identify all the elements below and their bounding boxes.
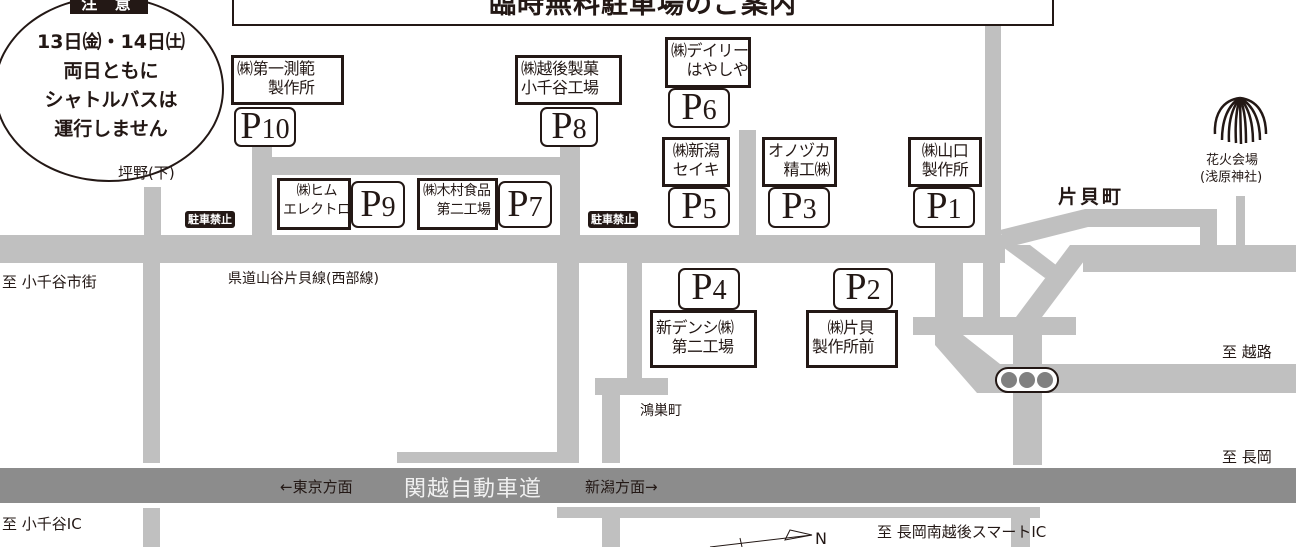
p-letter: P <box>551 105 573 147</box>
p-number: 7 <box>528 192 543 223</box>
venue-sublabel: (浅原神社) <box>1200 170 1263 185</box>
parking-name-p3: オノヅカ 精工㈱ <box>762 137 837 187</box>
parking-name-p4: 新デンシ㈱ 第二工場 <box>650 310 757 368</box>
parking-name-p10: ㈱第一測範 製作所 <box>231 55 344 105</box>
page-title: 臨時無料駐車場のご案内 <box>232 0 1054 26</box>
parking-name-p8: ㈱越後製菓 小千谷工場 <box>515 55 622 105</box>
p-number: 10 <box>261 114 290 145</box>
traffic-signal-icon <box>995 367 1059 393</box>
local-roads <box>0 22 1296 547</box>
north-road <box>985 22 1001 237</box>
parking-marker-p10[interactable]: P10 <box>234 107 296 147</box>
parking-name-p1: ㈱山口 製作所 <box>908 137 982 187</box>
highway-name: 関越自動車道 <box>404 477 543 502</box>
p-letter: P <box>240 105 262 147</box>
parking-marker-p2[interactable]: P2 <box>833 268 893 310</box>
place-konosu: 鴻巣町 <box>640 403 682 419</box>
highway-direction-west: ←東京方面 <box>280 478 353 496</box>
to-ojiya-ic: 至 小千谷IC <box>2 515 82 533</box>
highway-direction-east: 新潟方面→ <box>585 478 658 496</box>
p-number: 9 <box>381 192 396 223</box>
parking-marker-p9[interactable]: P9 <box>351 181 405 228</box>
place-tsubono: 坪野(下) <box>118 164 175 182</box>
parking-marker-p3[interactable]: P3 <box>768 187 830 228</box>
place-katakai: 片貝町 <box>1058 186 1125 208</box>
parking-name-p2: ㈱片貝 製作所前 <box>806 310 898 368</box>
p-number: 8 <box>572 114 587 145</box>
to-koshiji: 至 越路 <box>1222 343 1272 361</box>
parking-marker-p6[interactable]: P6 <box>668 88 730 128</box>
to-ojiya-city: 至 小千谷市街 <box>2 273 97 291</box>
notice-label: 注 意 <box>70 0 148 14</box>
p-number: 4 <box>712 275 727 306</box>
parking-name-p7: ㈱木村食品 第二工場 <box>417 178 498 230</box>
p-number: 5 <box>702 194 717 225</box>
expressway <box>0 468 1296 503</box>
p-number: 6 <box>702 95 717 126</box>
prefectural-road-label: 県道山谷片貝線(西部線) <box>228 271 379 287</box>
parking-name-p9: ㈱ヒム エレクトロ <box>277 178 351 230</box>
p-number: 3 <box>802 194 817 225</box>
main-road <box>0 235 1005 263</box>
p-letter: P <box>691 266 713 308</box>
venue-label: 花火会場 <box>1206 153 1259 168</box>
north-label: N <box>815 529 827 548</box>
parking-marker-p8[interactable]: P8 <box>540 107 598 147</box>
p-number: 2 <box>866 275 881 306</box>
notice-oval: 13日㈮・14日㈯ 両日ともに シャトルバスは 運行しません <box>0 0 224 182</box>
p-number: 1 <box>947 194 962 225</box>
parking-marker-p7[interactable]: P7 <box>498 181 552 228</box>
notice-line: シャトルバスは <box>44 89 178 111</box>
parking-marker-p1[interactable]: P1 <box>913 187 975 228</box>
notice-line: 13日㈮・14日㈯ <box>37 31 185 53</box>
no-parking-badge: 駐車禁止 <box>588 211 638 228</box>
p-letter: P <box>926 185 948 227</box>
p-letter: P <box>845 266 867 308</box>
p-letter: P <box>781 185 803 227</box>
p-letter: P <box>360 183 382 225</box>
to-nagaoka: 至 長岡 <box>1222 448 1272 466</box>
notice-line: 運行しません <box>54 118 168 140</box>
no-parking-badge: 駐車禁止 <box>185 211 235 228</box>
title-text: 臨時無料駐車場のご案内 <box>489 0 797 20</box>
to-smart-ic: 至 長岡南越後スマートIC <box>877 523 1047 541</box>
p-letter: P <box>507 183 529 225</box>
notice-line: 両日ともに <box>63 60 159 82</box>
p-letter: P <box>681 185 703 227</box>
notice-text: 13日㈮・14日㈯ 両日ともに シャトルバスは 運行しません <box>6 28 216 144</box>
parking-name-p5: ㈱新潟 セイキ <box>662 137 730 187</box>
north-arrow-icon <box>709 529 813 547</box>
parking-marker-p4[interactable]: P4 <box>678 268 740 310</box>
parking-marker-p5[interactable]: P5 <box>668 187 730 228</box>
parking-name-p6: ㈱デイリー はやしや <box>665 37 751 88</box>
fireworks-icon <box>1213 96 1268 145</box>
p-letter: P <box>681 86 703 128</box>
